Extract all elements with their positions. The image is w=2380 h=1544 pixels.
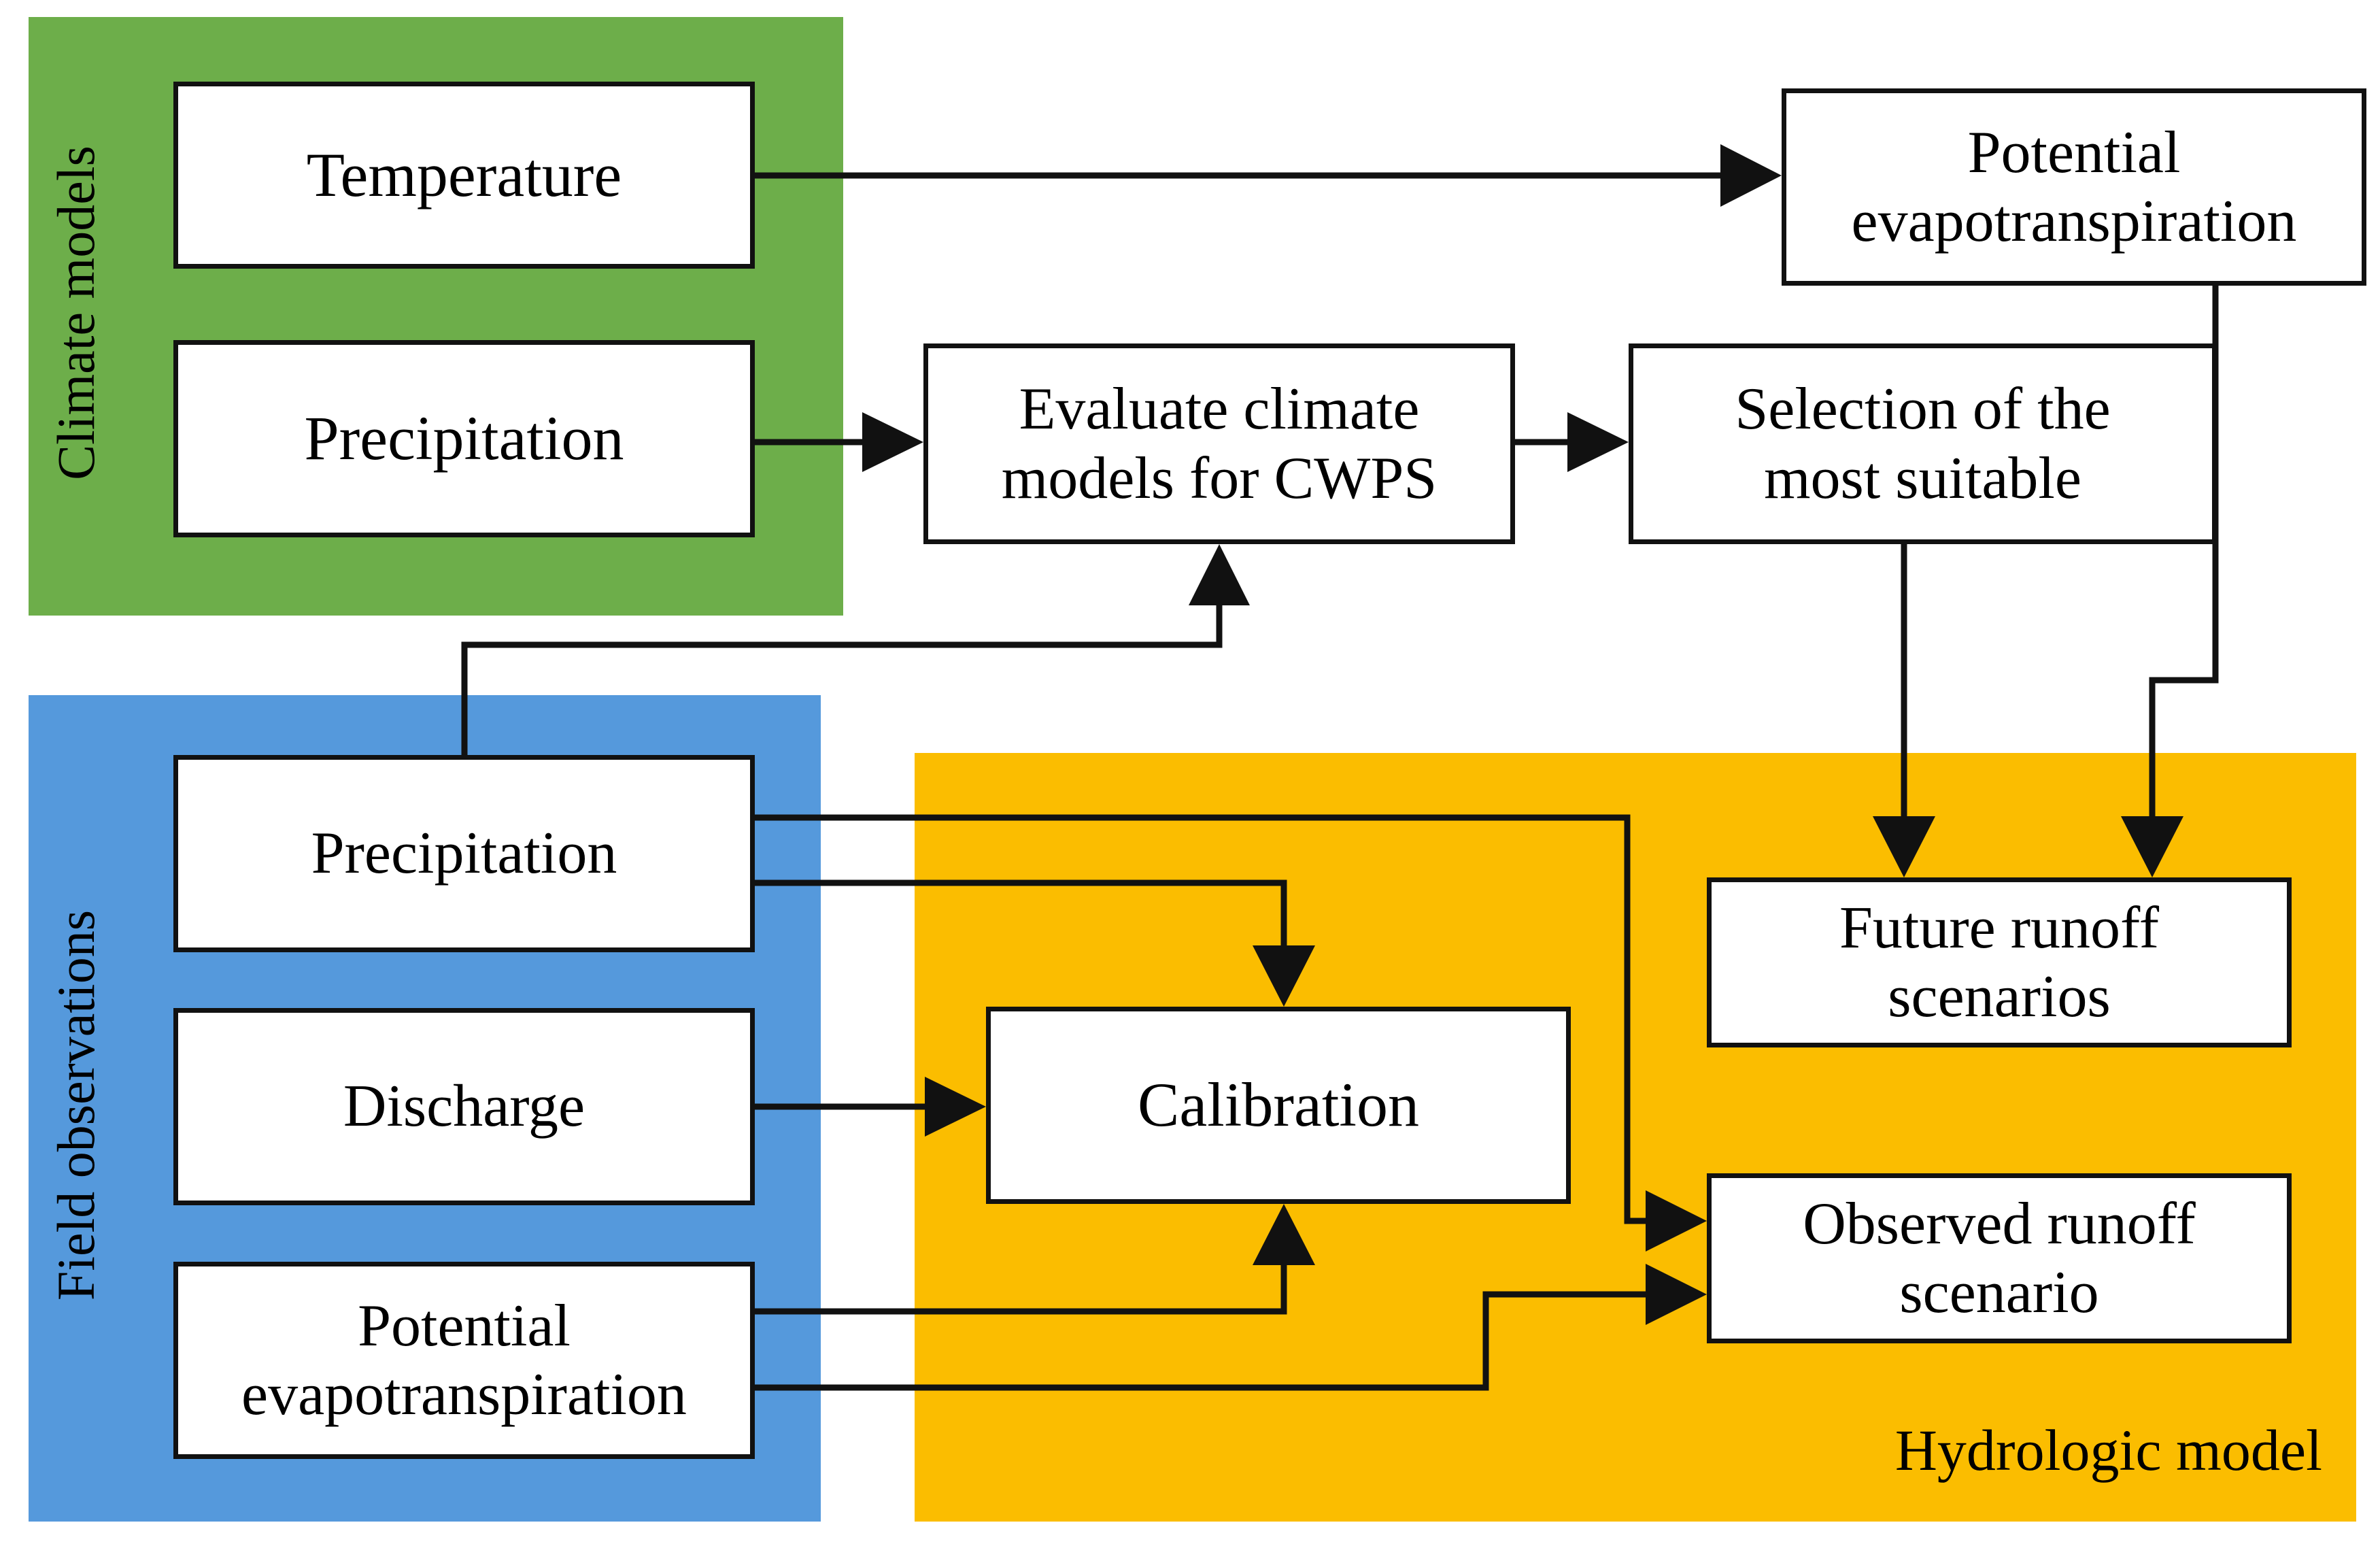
- node-observed-runoff-scenario[interactable]: Observed runoff scenario: [1707, 1173, 2292, 1343]
- node-temperature[interactable]: Temperature: [173, 82, 755, 269]
- node-future-runoff-scenarios[interactable]: Future runoff scenarios: [1707, 877, 2292, 1047]
- node-label: Future runoff scenarios: [1839, 894, 2160, 1030]
- node-label: Temperature: [306, 139, 622, 209]
- node-label: Precipitation: [311, 820, 617, 887]
- node-label: Precipitation: [304, 403, 624, 473]
- node-evaluate-climate-models[interactable]: Evaluate climate models for CWPS: [923, 343, 1515, 544]
- node-precipitation-climate[interactable]: Precipitation: [173, 340, 755, 537]
- node-calibration[interactable]: Calibration: [986, 1007, 1571, 1204]
- node-label: Observed runoff scenario: [1803, 1190, 2196, 1326]
- node-potential-evapotranspiration-field[interactable]: Potential evapotranspiration: [173, 1262, 755, 1459]
- node-label: Selection of the most suitable: [1735, 376, 2111, 511]
- node-label: Potential evapotranspiration: [1851, 119, 2297, 254]
- node-precipitation-field[interactable]: Precipitation: [173, 755, 755, 952]
- node-label: Calibration: [1138, 1070, 1419, 1140]
- group-label-hydrologic-model: Hydrologic model: [1894, 1417, 2322, 1483]
- edge-temperature-to-pet: [755, 144, 1782, 207]
- group-label-field-observations: Field observations: [46, 909, 105, 1300]
- node-label: Evaluate climate models for CWPS: [1001, 376, 1438, 511]
- node-discharge[interactable]: Discharge: [173, 1008, 755, 1205]
- group-label-climate-models: Climate models: [46, 146, 105, 480]
- node-label: Discharge: [343, 1073, 585, 1140]
- node-label: Potential evapotranspiration: [241, 1292, 687, 1428]
- node-selection-most-suitable[interactable]: Selection of the most suitable: [1629, 343, 2217, 544]
- edge-evaluate-to-selection: [1515, 412, 1629, 472]
- node-potential-evapotranspiration-model[interactable]: Potential evapotranspiration: [1782, 88, 2366, 286]
